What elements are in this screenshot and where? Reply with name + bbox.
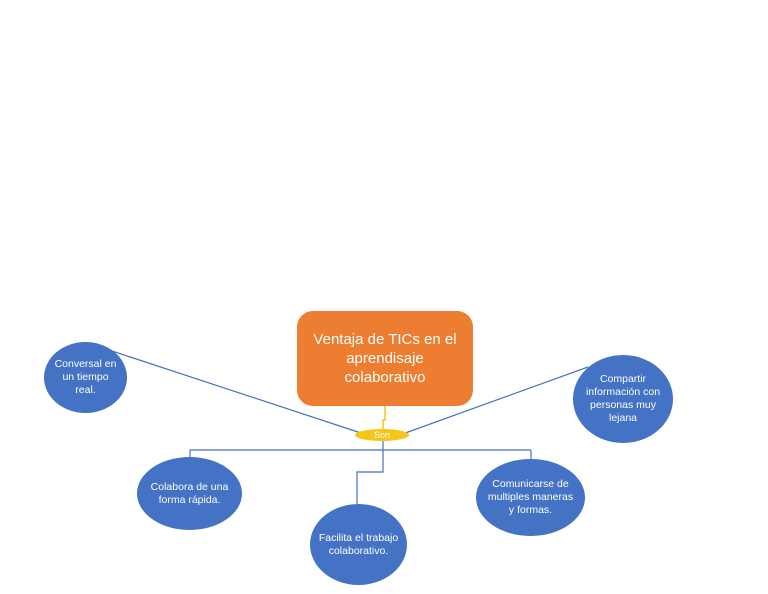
bubble-facilita: Facilita el trabajo colaborativo. <box>310 504 407 585</box>
son-to-compartir-line <box>396 366 589 437</box>
son-to-conversar-line <box>111 350 371 437</box>
bubble-compartir-text: Compartir información con personas muy l… <box>585 373 661 424</box>
bubble-comunicar-text: Comunicarse de multiples maneras y forma… <box>487 478 574 516</box>
son-connector: Son <box>355 429 409 441</box>
bubble-facilita-text: Facilita el trabajo colaborativo. <box>318 531 399 557</box>
bubble-colabora-text: Colabora de una forma rápida. <box>150 480 229 506</box>
bracket-to-facilita-line <box>356 450 384 504</box>
bubble-conversar-text: Conversal en un tiempo real. <box>54 358 117 396</box>
bubble-comunicar: Comunicarse de multiples maneras y forma… <box>476 459 585 536</box>
central-topic-text: Ventaja de TICs en el aprendisaje colabo… <box>313 331 457 386</box>
bubble-compartir: Compartir información con personas muy l… <box>573 355 673 443</box>
bubble-colabora: Colabora de una forma rápida. <box>137 457 242 530</box>
central-topic-box: Ventaja de TICs en el aprendisaje colabo… <box>297 311 473 406</box>
central-to-son-line <box>382 406 386 430</box>
son-connector-label: Son <box>373 430 390 440</box>
bubble-conversar: Conversal en un tiempo real. <box>44 342 127 413</box>
